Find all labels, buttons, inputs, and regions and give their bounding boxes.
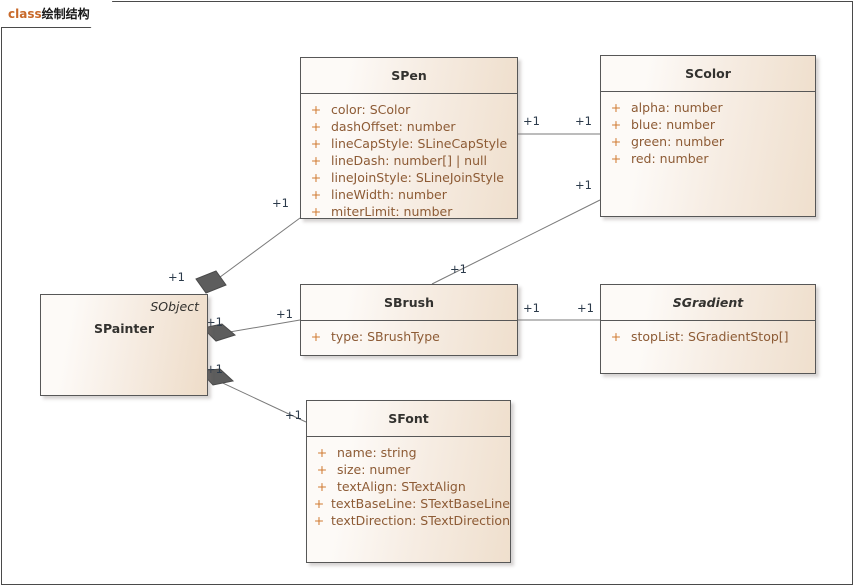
sbrush-title: SBrush <box>301 285 517 321</box>
spainter-stereotype: SObject <box>150 299 199 314</box>
diagram-frame-label: class绘制结构 <box>8 5 90 22</box>
sgradient-title: SGradient <box>601 285 815 321</box>
attribute-text: textDirection: STextDirection <box>330 513 510 528</box>
attribute-row: + dashOffset: number <box>301 119 517 136</box>
visibility-marker: + <box>610 100 622 115</box>
composition-diamond-pen <box>195 270 227 294</box>
multiplicity-brush-source: +1 <box>206 315 223 329</box>
attribute-text: color: SColor <box>331 102 411 117</box>
visibility-marker: + <box>310 187 322 202</box>
attribute-row: + miterLimit: number <box>301 204 517 221</box>
attribute-text: lineCapStyle: SLineCapStyle <box>331 136 508 151</box>
visibility-marker: + <box>610 134 622 149</box>
class-box-scolor[interactable]: SColor + alpha: number + blue: number + … <box>600 55 816 217</box>
attribute-row: + textAlign: STextAlign <box>307 479 510 496</box>
visibility-marker: + <box>310 102 322 117</box>
visibility-marker: + <box>313 496 325 511</box>
attribute-text: red: number <box>631 151 709 166</box>
attribute-row: + textDirection: STextDirection <box>307 513 510 530</box>
visibility-marker: + <box>310 136 322 151</box>
attribute-row: + lineJoinStyle: SLineJoinStyle <box>301 170 517 187</box>
multiplicity-font-target: +1 <box>285 408 302 422</box>
attribute-text: green: number <box>631 134 725 149</box>
frame-keyword: class <box>8 7 42 21</box>
multiplicity-brushgradient-source: +1 <box>523 301 540 315</box>
multiplicity-pen-source: +1 <box>168 270 185 284</box>
attribute-row: + type: SBrushType <box>301 329 517 346</box>
attribute-text: blue: number <box>631 117 715 132</box>
visibility-marker: + <box>610 151 622 166</box>
attribute-text: stopList: SGradientStop[] <box>631 329 789 344</box>
attribute-text: size: numer <box>337 462 411 477</box>
attribute-row: + stopList: SGradientStop[] <box>601 329 815 346</box>
multiplicity-pencolor-source: +1 <box>523 114 540 128</box>
scolor-title: SColor <box>601 56 815 92</box>
attribute-text: lineJoinStyle: SLineJoinStyle <box>331 170 504 185</box>
attribute-row: + blue: number <box>601 117 815 134</box>
visibility-marker: + <box>310 204 322 219</box>
attribute-text: lineWidth: number <box>331 187 447 202</box>
visibility-marker: + <box>316 479 328 494</box>
spainter-name: SPainter <box>93 321 155 336</box>
attribute-text: type: SBrushType <box>331 329 440 344</box>
attribute-text: miterLimit: number <box>331 204 453 219</box>
attribute-row: + red: number <box>601 151 815 168</box>
sfont-title: SFont <box>307 401 510 437</box>
visibility-marker: + <box>310 153 322 168</box>
visibility-marker: + <box>316 462 328 477</box>
sgradient-attributes: + stopList: SGradientStop[] <box>601 321 815 346</box>
attribute-row: + lineWidth: number <box>301 187 517 204</box>
spen-attributes: + color: SColor + dashOffset: number + l… <box>301 94 517 221</box>
multiplicity-brushcolor-source: +1 <box>450 262 467 276</box>
class-box-spen[interactable]: SPen + color: SColor + dashOffset: numbe… <box>300 57 518 219</box>
attribute-text: textAlign: STextAlign <box>337 479 466 494</box>
attribute-row: + size: numer <box>307 462 510 479</box>
attribute-text: alpha: number <box>631 100 723 115</box>
connector-painter-pen <box>211 217 301 284</box>
connector-painter-brush <box>211 319 301 336</box>
attribute-row: + green: number <box>601 134 815 151</box>
multiplicity-pen-target: +1 <box>272 196 289 210</box>
multiplicity-font-source: +1 <box>206 362 223 376</box>
attribute-row: + name: string <box>307 445 510 462</box>
multiplicity-brushcolor-target: +1 <box>575 178 592 192</box>
multiplicity-brushgradient-target: +1 <box>577 301 594 315</box>
attribute-row: + textBaseLine: STextBaseLine <box>307 496 510 513</box>
attribute-text: lineDash: number[] | null <box>331 153 487 168</box>
attribute-text: textBaseLine: STextBaseLine <box>330 496 510 511</box>
multiplicity-brush-target: +1 <box>276 307 293 321</box>
visibility-marker: + <box>610 117 622 132</box>
class-box-sbrush[interactable]: SBrush + type: SBrushType <box>300 284 518 356</box>
multiplicity-pencolor-target: +1 <box>575 114 592 128</box>
visibility-marker: + <box>310 170 322 185</box>
attribute-row: + lineCapStyle: SLineCapStyle <box>301 136 517 153</box>
scolor-attributes: + alpha: number + blue: number + green: … <box>601 92 815 168</box>
spen-title: SPen <box>301 58 517 94</box>
attribute-row: + color: SColor <box>301 102 517 119</box>
attribute-text: dashOffset: number <box>331 119 456 134</box>
class-box-sfont[interactable]: SFont + name: string + size: numer + tex… <box>306 400 511 563</box>
visibility-marker: + <box>310 119 322 134</box>
visibility-marker: + <box>310 329 322 344</box>
attribute-row: + lineDash: number[] | null <box>301 153 517 170</box>
sbrush-attributes: + type: SBrushType <box>301 321 517 346</box>
class-box-spainter[interactable]: SObject SPainter <box>40 294 208 396</box>
frame-title: 绘制结构 <box>41 7 90 21</box>
visibility-marker: + <box>313 513 325 528</box>
visibility-marker: + <box>316 445 328 460</box>
attribute-text: name: string <box>337 445 417 460</box>
attribute-row: + alpha: number <box>601 100 815 117</box>
sfont-attributes: + name: string + size: numer + textAlign… <box>307 437 510 530</box>
class-box-sgradient[interactable]: SGradient + stopList: SGradientStop[] <box>600 284 816 374</box>
visibility-marker: + <box>610 329 622 344</box>
